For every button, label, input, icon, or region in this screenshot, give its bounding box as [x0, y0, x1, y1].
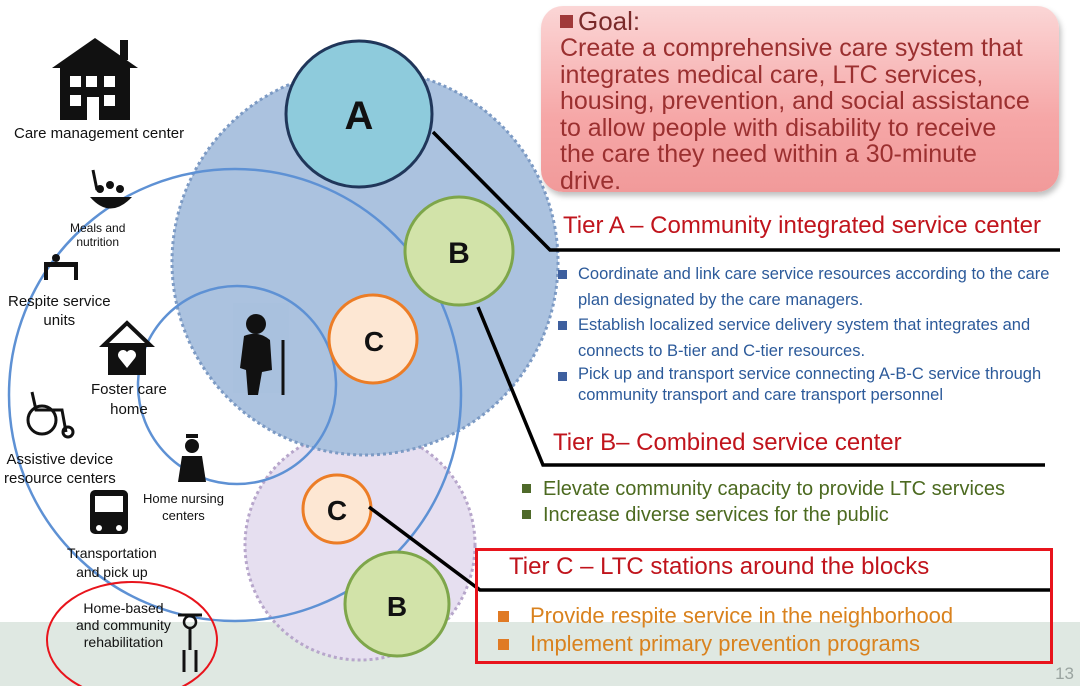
- rehab-label: Home-based and community rehabilitation: [76, 600, 171, 651]
- goal-box: [541, 6, 1059, 192]
- rehab-highlight-circle: [46, 581, 218, 686]
- meals-label-line2: nutrition: [76, 235, 120, 249]
- home-nursing-label-line2: centers: [162, 508, 205, 523]
- tier-b-bullets: Elevate community capacity to provide LT…: [522, 476, 1042, 528]
- house-icon: [52, 38, 138, 120]
- rehab-label-line2: and community: [76, 617, 171, 633]
- transport-label: Transportation and pick up: [67, 544, 157, 582]
- circle-a: [284, 39, 434, 189]
- goal-line-6: drive.: [560, 166, 622, 195]
- tier-c-bullet: Provide respite service in the neighborh…: [498, 602, 1018, 630]
- goal-line-4: to allow people with disability to recei…: [560, 113, 997, 142]
- rehab-person-icon: [178, 613, 202, 672]
- tier-c-bullet-text: Provide respite service in the neighborh…: [530, 603, 954, 628]
- circle-b-bottom-label: B: [387, 591, 407, 622]
- rehab-label-line3: rehabilitation: [83, 634, 164, 650]
- tier-c-title: Tier C – LTC stations around the blocks: [509, 553, 930, 580]
- rehab-label-line1: Home-based: [83, 600, 164, 616]
- bullet-square-icon: [498, 639, 509, 650]
- bullet-square-icon: [558, 372, 567, 381]
- tier-b-title: Tier B– Combined service center: [553, 429, 902, 456]
- tier-c-bullet: Implement primary prevention programs: [498, 630, 1018, 658]
- tier-a-bullet-text: Pick up and transport service connecting…: [578, 365, 1042, 404]
- page-number: 13: [1055, 664, 1074, 683]
- home-nursing-label-line1: Home nursing: [143, 491, 224, 506]
- goal-line-5: the care they need within a 30-minute: [560, 140, 977, 168]
- wheelchair-icon: [26, 391, 75, 439]
- assistive-label-line1: Assistive device: [6, 451, 114, 468]
- assistive-label-line2: resource centers: [4, 470, 116, 487]
- circle-c-top: [327, 293, 419, 385]
- tier-c-bullet-text: Implement primary prevention programs: [530, 631, 921, 656]
- bullet-square-icon: [522, 510, 531, 519]
- nurse-icon: [178, 434, 206, 482]
- home-nursing-label: Home nursing centers: [143, 490, 224, 524]
- circle-b-top-label: B: [448, 237, 470, 270]
- tier-a-title: Tier A – Community integrated service ce…: [563, 212, 1041, 239]
- tier-a-bullet: Pick up and transport service connecting…: [558, 364, 1078, 406]
- tier-c-highlight-box: [475, 548, 1053, 664]
- bullet-square-icon: [522, 484, 531, 493]
- tier-b-bullet-text: Elevate community capacity to provide LT…: [543, 478, 1006, 500]
- outer-service-ring: [7, 167, 463, 623]
- foster-label-line1: Foster care: [91, 381, 167, 398]
- tier-a-bullet-text: Establish localized service delivery sys…: [578, 316, 1031, 360]
- goal-line-2: integrates medical care, LTC services,: [560, 60, 984, 89]
- meal-bowl-icon: [90, 169, 132, 209]
- bullet-square-icon: [498, 611, 509, 622]
- circle-c-bottom-label: C: [327, 495, 347, 526]
- respite-label-line2: units: [43, 312, 76, 329]
- circle-c-top-label: C: [364, 326, 384, 357]
- goal-heading-text: Goal:: [578, 6, 641, 36]
- foster-label-line2: home: [110, 401, 148, 418]
- bullet-square-icon: [558, 321, 567, 330]
- tier-a-bullet: Coordinate and link care service resourc…: [558, 262, 1078, 313]
- tier-a-bullets: Coordinate and link care service resourc…: [558, 262, 1078, 406]
- foster-label: Foster care home: [91, 380, 167, 420]
- heart-house-icon: [99, 320, 155, 375]
- connector-a: [431, 130, 1060, 252]
- meals-label-line1: Meals and: [70, 221, 126, 235]
- inner-service-ring: [136, 284, 338, 486]
- footer-band: [0, 622, 1080, 686]
- bullet-square-icon: [558, 270, 567, 279]
- tier-a-bullet-text: Coordinate and link care service resourc…: [578, 265, 1050, 309]
- goal-text: Create a comprehensive care system that …: [560, 35, 1050, 194]
- meals-label: Meals and nutrition: [70, 221, 125, 249]
- moon-bed-icon: [18, 232, 78, 280]
- respite-label: Respite service units: [8, 292, 111, 330]
- tier-b-bullet: Elevate community capacity to provide LT…: [522, 476, 1042, 502]
- circle-b-top: [403, 195, 515, 307]
- bus-icon: [90, 490, 128, 534]
- goal-line-3: housing, prevention, and social assistan…: [560, 87, 1030, 115]
- circle-b-bottom: [343, 550, 451, 658]
- circle-a-label: A: [345, 94, 374, 138]
- tier-b-bullet: Increase diverse services for the public: [522, 502, 1042, 528]
- tier-c-bullets: Provide respite service in the neighborh…: [498, 602, 1018, 658]
- connector-c: [367, 505, 1052, 592]
- elderly-person-icon: [233, 303, 289, 395]
- goal-heading: Goal:: [560, 6, 640, 37]
- care-management-label: Care management center: [14, 125, 185, 142]
- connector-b: [476, 306, 1045, 467]
- tier-b-bullet-text: Increase diverse services for the public: [543, 504, 889, 526]
- assistive-label: Assistive device resource centers: [4, 450, 116, 488]
- transport-label-line1: Transportation: [67, 545, 157, 561]
- tier-a-bullet: Establish localized service delivery sys…: [558, 313, 1078, 364]
- goal-bullet-icon: [560, 15, 573, 28]
- goal-line-1: Create a comprehensive care system that: [560, 34, 1023, 62]
- transport-label-line2: and pick up: [76, 564, 148, 580]
- respite-label-line1: Respite service: [8, 293, 111, 310]
